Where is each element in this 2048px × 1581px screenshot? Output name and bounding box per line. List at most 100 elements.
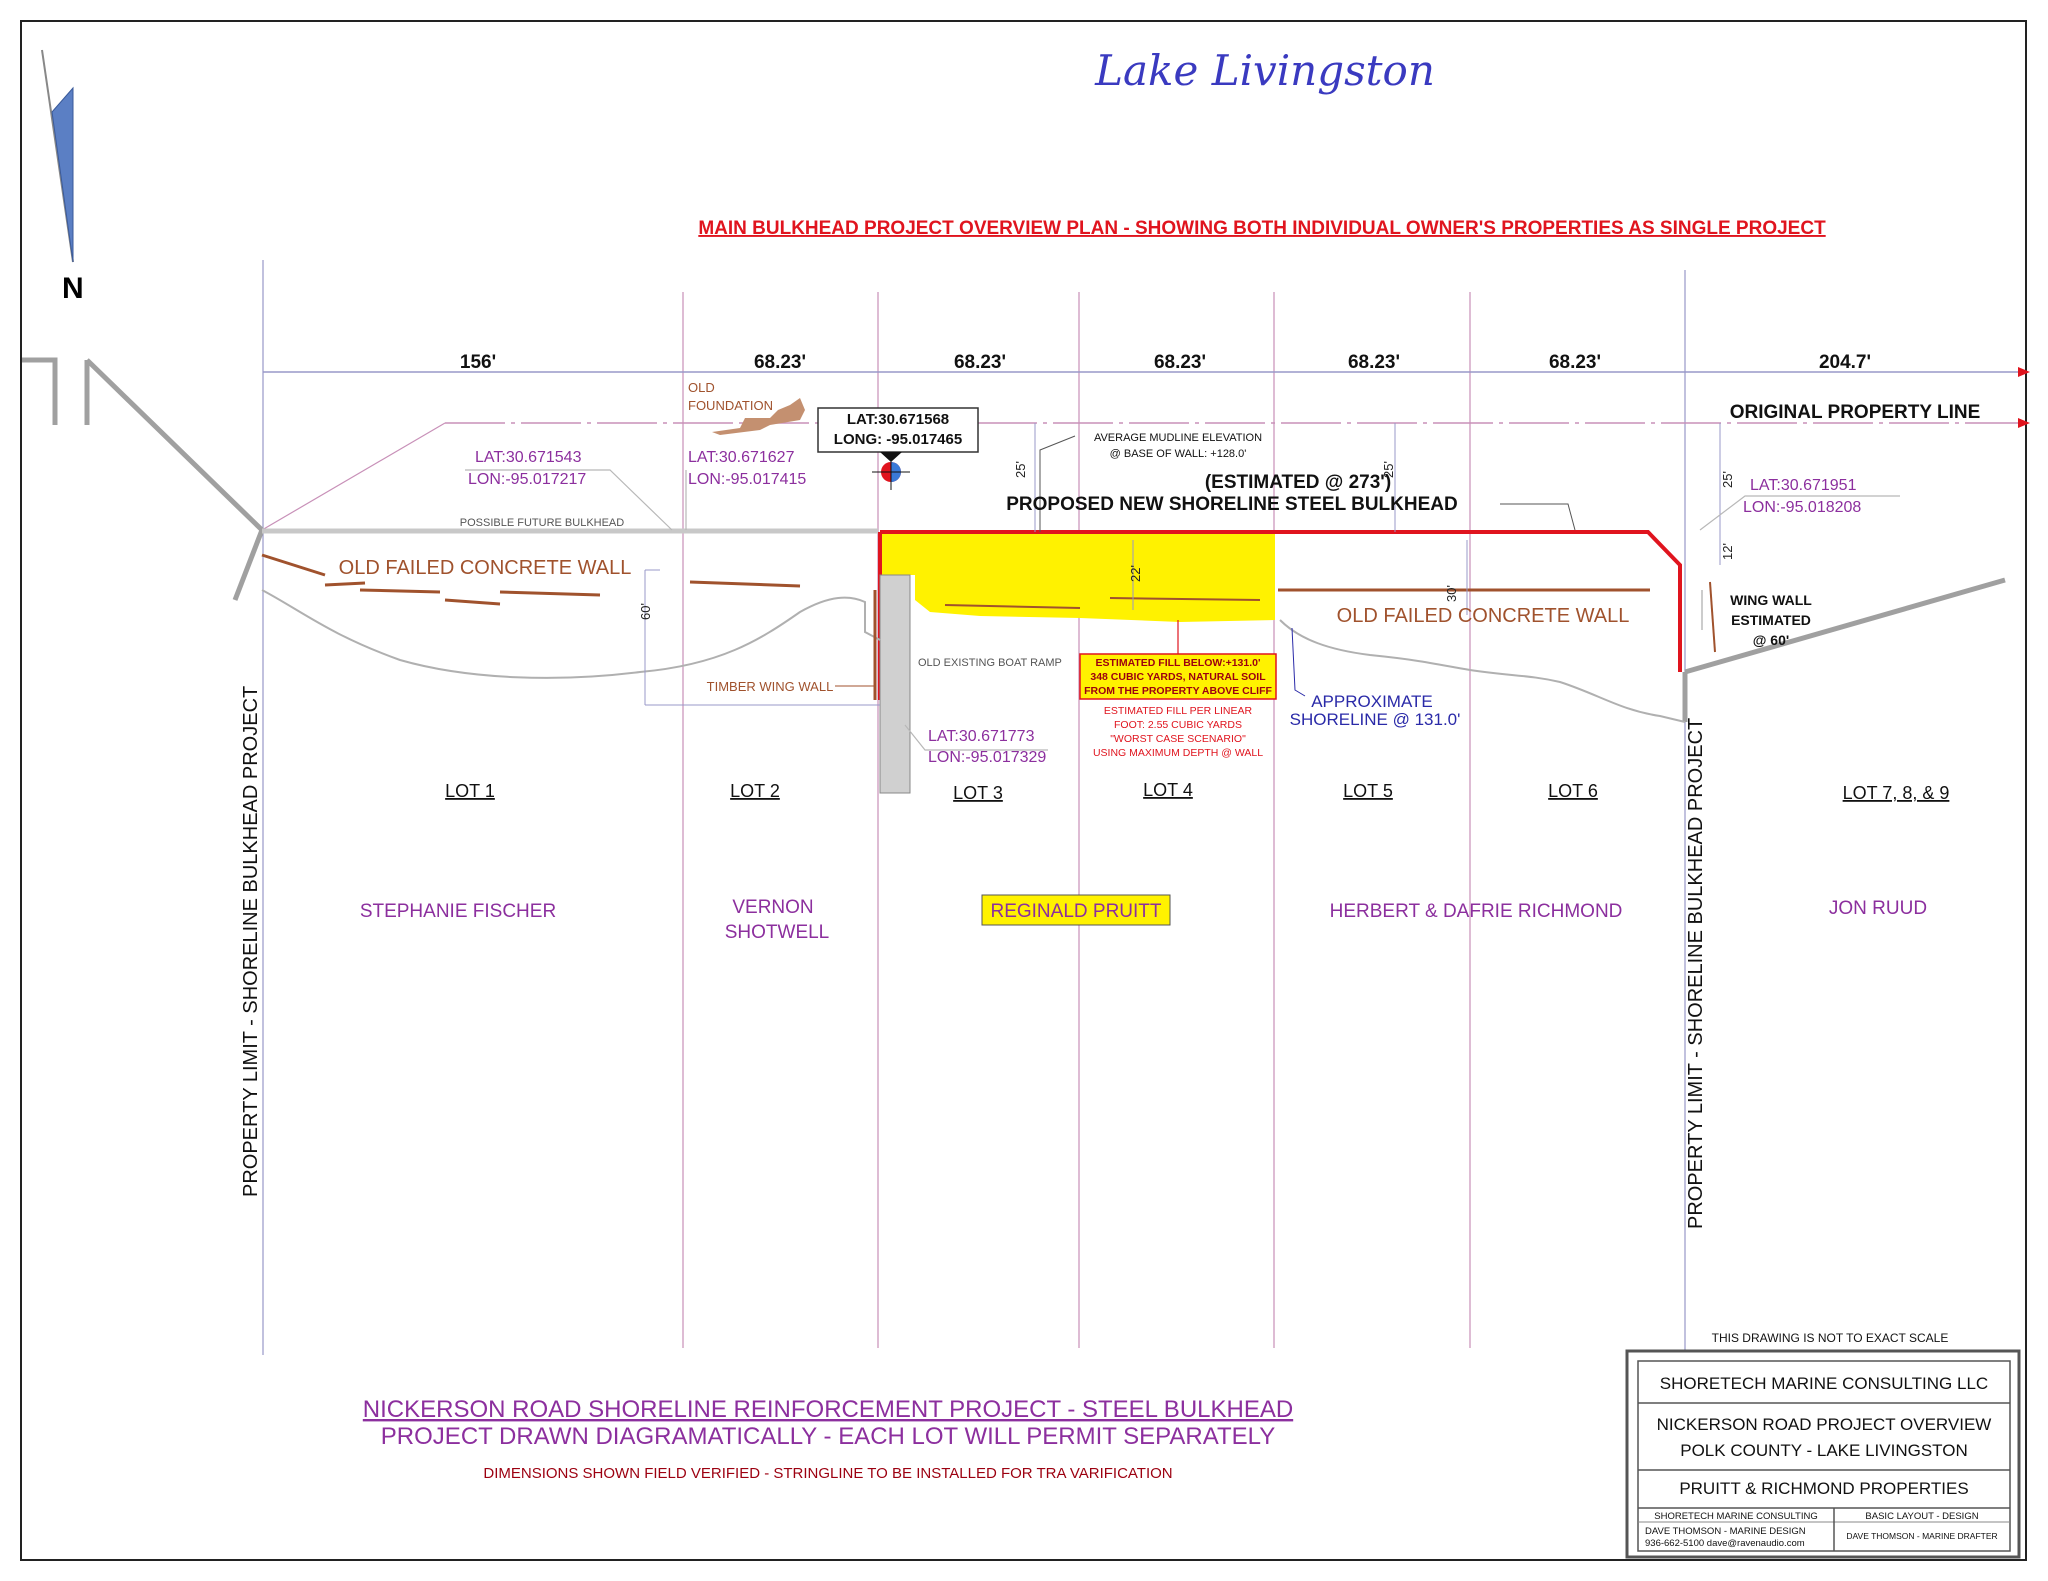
fill-box-text: ESTIMATED FILL BELOW:+131.0' 348 CUBIC Y… [1084,657,1272,697]
dim-lot2: 68.23' [754,352,806,373]
reginald-highlight [981,894,1171,926]
sheet-border [20,20,2027,1561]
coord-5-lon: LON:-95.018208 [1743,499,1861,516]
mudline-note-2: @ BASE OF WALL: +128.0' [1110,448,1247,460]
wing-wall-note: WING WALL ESTIMATED @ 60' [1730,592,1812,648]
coord-1-leader [465,469,673,531]
owner-herbert: HERBERT & DAFRIE RICHMOND [1330,901,1623,922]
coord-3-lat: LAT:30.671568 [847,411,949,428]
lot-7-label: LOT 7, 8, & 9 [1843,783,1950,803]
tb-drafter: DAVE THOMSON - MARINE DRAFTER [1846,1531,1997,1541]
original-property-line-label: ORIGINAL PROPERTY LINE [1730,402,1981,423]
wing-wall-3: @ 60' [1753,632,1789,648]
old-wall-right-label: OLD FAILED CONCRETE WALL [1337,605,1630,627]
property-limit-left: PROPERTY LIMIT - SHORELINE BULKHEAD PROJ… [240,686,262,1197]
limit-lines [262,260,1686,1355]
property-limit-right: PROPERTY LIMIT - SHORELINE BULKHEAD PROJ… [1685,718,1707,1229]
project-note: DIMENSIONS SHOWN FIELD VERIFIED - STRING… [483,1465,1172,1482]
project-title-2: PROJECT DRAWN DIAGRAMATICALLY - EACH LOT… [381,1423,1275,1450]
left-dock-lines [22,357,265,601]
timber-wing-wall-label: TIMBER WING WALL [707,679,834,694]
owner-vernon-2: SHOTWELL [725,922,830,943]
fill-note-1: ESTIMATED FILL PER LINEAR [1104,705,1253,717]
fill-box-line-2: 348 CUBIC YARDS, NATURAL SOIL [1090,671,1266,683]
tb-designer: DAVE THOMSON - MARINE DESIGN [1645,1526,1806,1537]
tb-basic-layout: BASIC LAYOUT - DESIGN [1865,1511,1978,1522]
lot-lines [682,292,1471,1348]
dimension-small-labels: 25' 25' 25' 22' 30' 12' 60' [638,461,1735,620]
old-foundation-label-1: OLD [688,380,715,395]
coord-1-lon: LON:-95.017217 [468,471,586,488]
dim-25a: 25' [1013,461,1028,478]
tb-properties: PRUITT & RICHMOND PROPERTIES [1679,1479,1968,1498]
plan-title: MAIN BULKHEAD PROJECT OVERVIEW PLAN - SH… [698,218,1826,239]
proposed-bulkhead-label: PROPOSED NEW SHORELINE STEEL BULKHEAD [1006,494,1457,515]
tb-overview-1: NICKERSON ROAD PROJECT OVERVIEW [1657,1415,1992,1434]
title-block-text: SHORETECH MARINE CONSULTING LLC NICKERSO… [1657,1374,1992,1498]
coord-5-lat: LAT:30.671951 [1750,477,1857,494]
wing-wall-2: ESTIMATED [1731,612,1811,628]
old-wall-pieces [261,553,1716,653]
north-label: N [62,272,84,305]
dim-lot7: 204.7' [1819,352,1871,373]
dim-lot5: 68.23' [1348,352,1400,373]
lot-4-label: LOT 4 [1143,780,1193,800]
title-block-small-text: SHORETECH MARINE CONSULTING BASIC LAYOUT… [1645,1511,1998,1549]
fill-note-2: FOOT: 2.55 CUBIC YARDS [1114,719,1242,731]
dimension-line [263,367,2030,377]
possible-future-label: POSSIBLE FUTURE BULKHEAD [460,517,624,529]
estimated-length: (ESTIMATED @ 273') [1205,472,1391,493]
dimension-labels: 156' 68.23' 68.23' 68.23' 68.23' 68.23' … [460,352,1871,373]
lot-1-label: LOT 1 [445,781,495,801]
old-foundation-label-2: FOUNDATION [688,398,773,413]
owner-jon: JON RUUD [1829,898,1927,919]
coord-box-3 [817,407,979,453]
approx-shoreline-1: APPROXIMATE [1311,692,1433,711]
dim-30: 30' [1444,585,1459,602]
fill-box-line-3: FROM THE PROPERTY ABOVE CLIFF [1084,685,1272,697]
tb-company: SHORETECH MARINE CONSULTING LLC [1660,1374,1988,1393]
dim-lot4: 68.23' [1154,352,1206,373]
boat-ramp-label: OLD EXISTING BOAT RAMP [918,657,1062,669]
dim-lot3: 68.23' [954,352,1006,373]
dim-12: 12' [1720,543,1735,560]
fill-box-line-1: ESTIMATED FILL BELOW:+131.0' [1096,657,1261,669]
owner-stephanie: STEPHANIE FISCHER [360,901,556,922]
tb-contact: 936-662-5100 dave@ravenaudio.com [1645,1538,1805,1549]
owner-vernon-1: VERNON [732,897,813,918]
lot-5-label: LOT 5 [1343,781,1393,801]
title-block [1625,1349,2021,1559]
fill-note: ESTIMATED FILL PER LINEAR FOOT: 2.55 CUB… [1093,705,1263,759]
coord-2-lat: LAT:30.671627 [688,449,795,466]
right-grey-line [1684,577,2006,675]
lot-2-label: LOT 2 [730,781,780,801]
shoreline-ground-line [261,589,1686,723]
dim-25c: 25' [1720,471,1735,488]
coord-2-lon: LON:-95.017415 [688,471,806,488]
old-foundation-shape [712,398,805,435]
dim-lot1: 156' [460,352,496,373]
coord-1-lat: LAT:30.671543 [475,449,582,466]
owner-labels: STEPHANIE FISCHER VERNON SHOTWELL HERBER… [360,897,1927,943]
boat-ramp [879,574,911,794]
owner-reginald: REGINALD PRUITT [990,901,1161,922]
survey-marker-icon [872,452,910,490]
lot-6-label: LOT 6 [1548,781,1598,801]
dim-25b: 25' [1381,461,1396,478]
tb-small-company: SHORETECH MARINE CONSULTING [1654,1511,1817,1522]
dimension-helper-lines [644,423,1721,706]
lot-3-label: LOT 3 [953,783,1003,803]
tb-overview-2: POLK COUNTY - LAKE LIVINGSTON [1680,1441,1968,1460]
lot-labels: LOT 1 LOT 2 LOT 3 LOT 4 LOT 5 LOT 6 LOT … [445,780,1949,803]
coord-4-lat: LAT:30.671773 [928,728,1035,745]
coord-3-lon: LONG: -95.017465 [834,431,962,448]
not-to-scale: THIS DRAWING IS NOT TO EXACT SCALE [1712,1331,1949,1345]
north-arrow-icon [41,49,74,263]
property-line-diagonal [261,422,446,531]
wing-wall-1: WING WALL [1730,592,1812,608]
project-title-1: NICKERSON ROAD SHORELINE REINFORCEMENT P… [363,1396,1293,1423]
lake-title: Lake Livingston [1094,46,1435,95]
old-wall-left-label: OLD FAILED CONCRETE WALL [339,557,632,579]
